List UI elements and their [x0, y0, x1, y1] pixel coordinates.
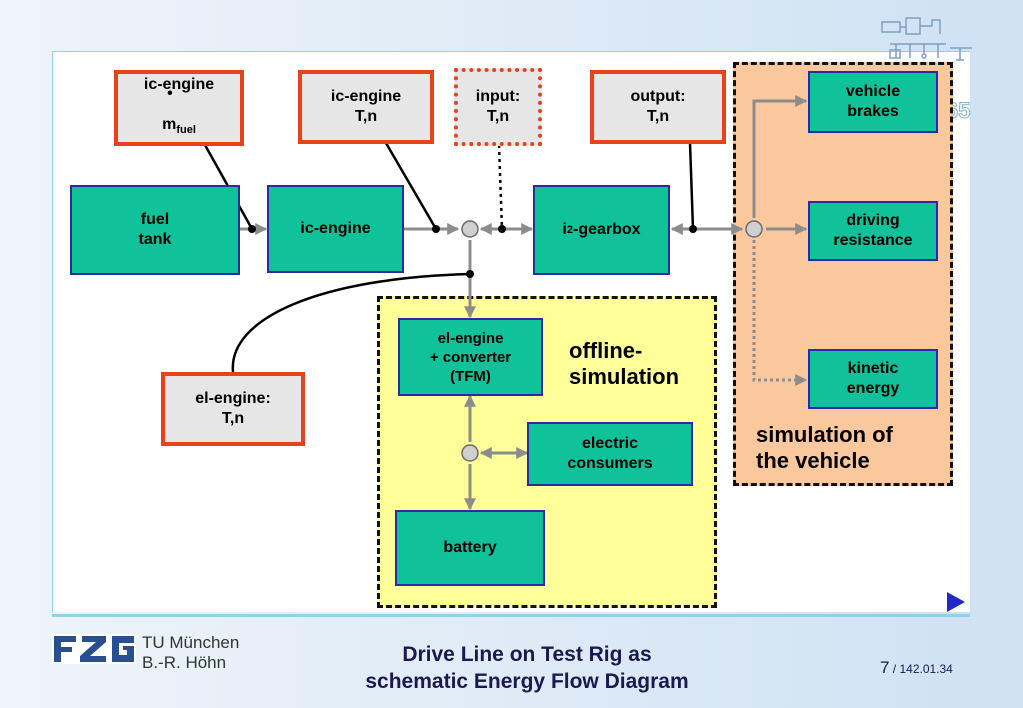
kinetic-energy-box: kinetic energy [808, 349, 938, 409]
mass-flow-dot: • [167, 85, 173, 103]
arrow-node-kinetic [752, 240, 808, 386]
footer-institution: TU München B.-R. Höhn [142, 633, 240, 672]
bottom-rule [52, 614, 970, 617]
battery-box: battery [395, 510, 545, 586]
mass-flow-m: m [162, 116, 177, 134]
fuel-mass-flow-symbol: • mfuel [162, 85, 196, 140]
electric-consumers-box: electric consumers [527, 422, 693, 486]
el-engine-box: el-engine + converter (TFM) [398, 318, 543, 396]
signal-output-tn: output: T,n [590, 70, 726, 144]
signal-ic-engine-fuel-label: ic-engine [143, 76, 215, 94]
signal-ic-engine-tn: ic-engine T,n [298, 70, 434, 144]
junction-main [461, 220, 479, 238]
arrow-node-brakes [752, 95, 808, 218]
vehicle-brakes-box: vehicle brakes [808, 71, 938, 133]
fzg-logo [52, 634, 136, 664]
slide-code: / 142.01.34 [889, 662, 953, 676]
lead-el-engine [231, 272, 471, 373]
junction-vehicle [745, 220, 763, 238]
ic-engine-box: ic-engine [267, 185, 404, 273]
junction-electric [461, 444, 479, 462]
signal-input-tn: input: T,n [454, 68, 542, 146]
lead-input [497, 144, 504, 230]
signal-ic-engine-fuel: ic-engine • mfuel [114, 70, 244, 146]
gearbox-sup: 2 [566, 224, 573, 236]
left-rule [52, 51, 53, 613]
footer-page-number: 7 / 142.01.34 [880, 658, 953, 678]
gearbox-prefix: i [562, 221, 567, 238]
circuit-ornament-icon [881, 17, 972, 61]
footer-title: Drive Line on Test Rig as schematic Ener… [365, 643, 689, 693]
lead-ic-engine [384, 142, 438, 230]
mass-flow-subscript: fuel [176, 124, 196, 137]
lead-output [688, 142, 695, 230]
fuel-tank-box: fuel tank [70, 185, 240, 275]
gearbox-suffix: -gearbox [573, 221, 641, 238]
offline-simulation-label: offline- simulation [569, 338, 680, 389]
vehicle-simulation-label: simulation of the vehicle [756, 422, 893, 473]
signal-el-engine-tn: el-engine: T,n [161, 372, 305, 446]
top-rule [52, 51, 970, 52]
page-number: 7 [880, 658, 890, 677]
driving-resistance-box: driving resistance [808, 201, 938, 261]
next-slide-triangle-icon[interactable] [944, 590, 968, 614]
